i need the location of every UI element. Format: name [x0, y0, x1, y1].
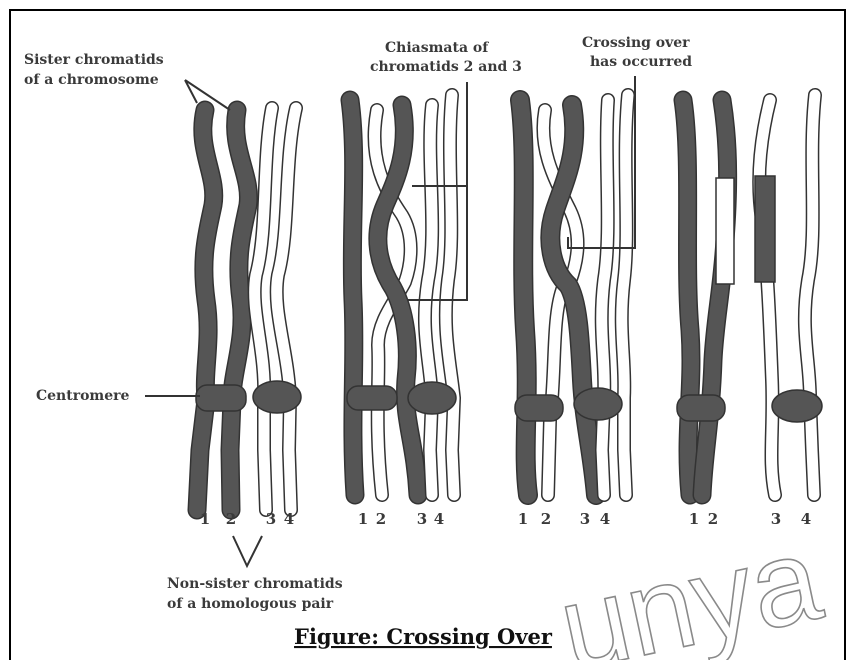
non-sister-pointer: [233, 536, 262, 566]
label-centromere: Centromere: [36, 388, 130, 404]
stage3-chromatid-4-fill: [622, 95, 628, 495]
stage3-chromatid-1-fill: [520, 100, 528, 495]
stage4-number-1: 1: [689, 510, 699, 528]
stage2-centromere-dark: [347, 386, 397, 410]
stage4-number-3: 3: [771, 510, 781, 528]
label-sister-chromatids-line2: of a chromosome: [24, 72, 159, 88]
label-crossing-over-line1: Crossing over: [582, 35, 690, 51]
stage1-chromatid-1-fill: [197, 110, 214, 510]
stage1-centromere-light: [253, 381, 301, 413]
stage-1: 1 2 3 4: [196, 108, 301, 528]
stage1-number-4: 4: [284, 510, 294, 528]
stage4-chromatid-2-fill: [702, 100, 728, 495]
label-non-sister-line2: of a homologous pair: [167, 596, 334, 612]
label-chiasmata-line1: Chiasmata of: [385, 40, 489, 56]
stage3-number-2: 2: [541, 510, 551, 528]
stage2-chromatid-1-fill: [350, 100, 355, 495]
stage2-number-3: 3: [417, 510, 427, 528]
stage4-centromere-light: [772, 390, 822, 422]
watermark-text: unya: [549, 511, 832, 660]
label-chiasmata-line2: chromatids 2 and 3: [370, 59, 522, 75]
stage3-number-3: 3: [580, 510, 590, 528]
stage3-centromere-light: [574, 388, 622, 420]
stage1-number-1: 1: [200, 510, 210, 528]
stage-2: 1 2 3 4: [347, 95, 456, 528]
stage1-number-2: 2: [226, 510, 236, 528]
stage3-chromatid-3-fill: [602, 100, 608, 495]
stage2-centromere-light: [408, 382, 456, 414]
stage4-exchanged-segment-light: [716, 178, 734, 284]
stage1-number-3: 3: [266, 510, 276, 528]
stage3-number-1: 1: [518, 510, 528, 528]
label-crossing-over-line2: has occurred: [590, 54, 692, 70]
stage-4: 1 2 3 4: [677, 95, 822, 528]
stage4-centromere-dark: [677, 395, 725, 421]
stage4-number-2: 2: [708, 510, 718, 528]
stage1-centromere-dark: [196, 385, 246, 411]
stage4-exchanged-segment-dark: [755, 176, 775, 282]
label-sister-chromatids-line1: Sister chromatids: [24, 52, 164, 68]
stage2-number-1: 1: [358, 510, 368, 528]
stage4-number-4: 4: [801, 510, 811, 528]
stage3-number-4: 4: [600, 510, 610, 528]
stage-3: 1 2 3 4: [515, 95, 628, 528]
stage2-number-4: 4: [434, 510, 444, 528]
stage3-centromere-dark: [515, 395, 563, 421]
figure-caption: Figure: Crossing Over: [294, 624, 553, 649]
stage1-chromatid-4-fill: [277, 108, 296, 510]
label-non-sister-line1: Non-sister chromatids: [167, 576, 343, 592]
stage4-chromatid-1-fill: [683, 100, 691, 495]
stage2-number-2: 2: [376, 510, 386, 528]
